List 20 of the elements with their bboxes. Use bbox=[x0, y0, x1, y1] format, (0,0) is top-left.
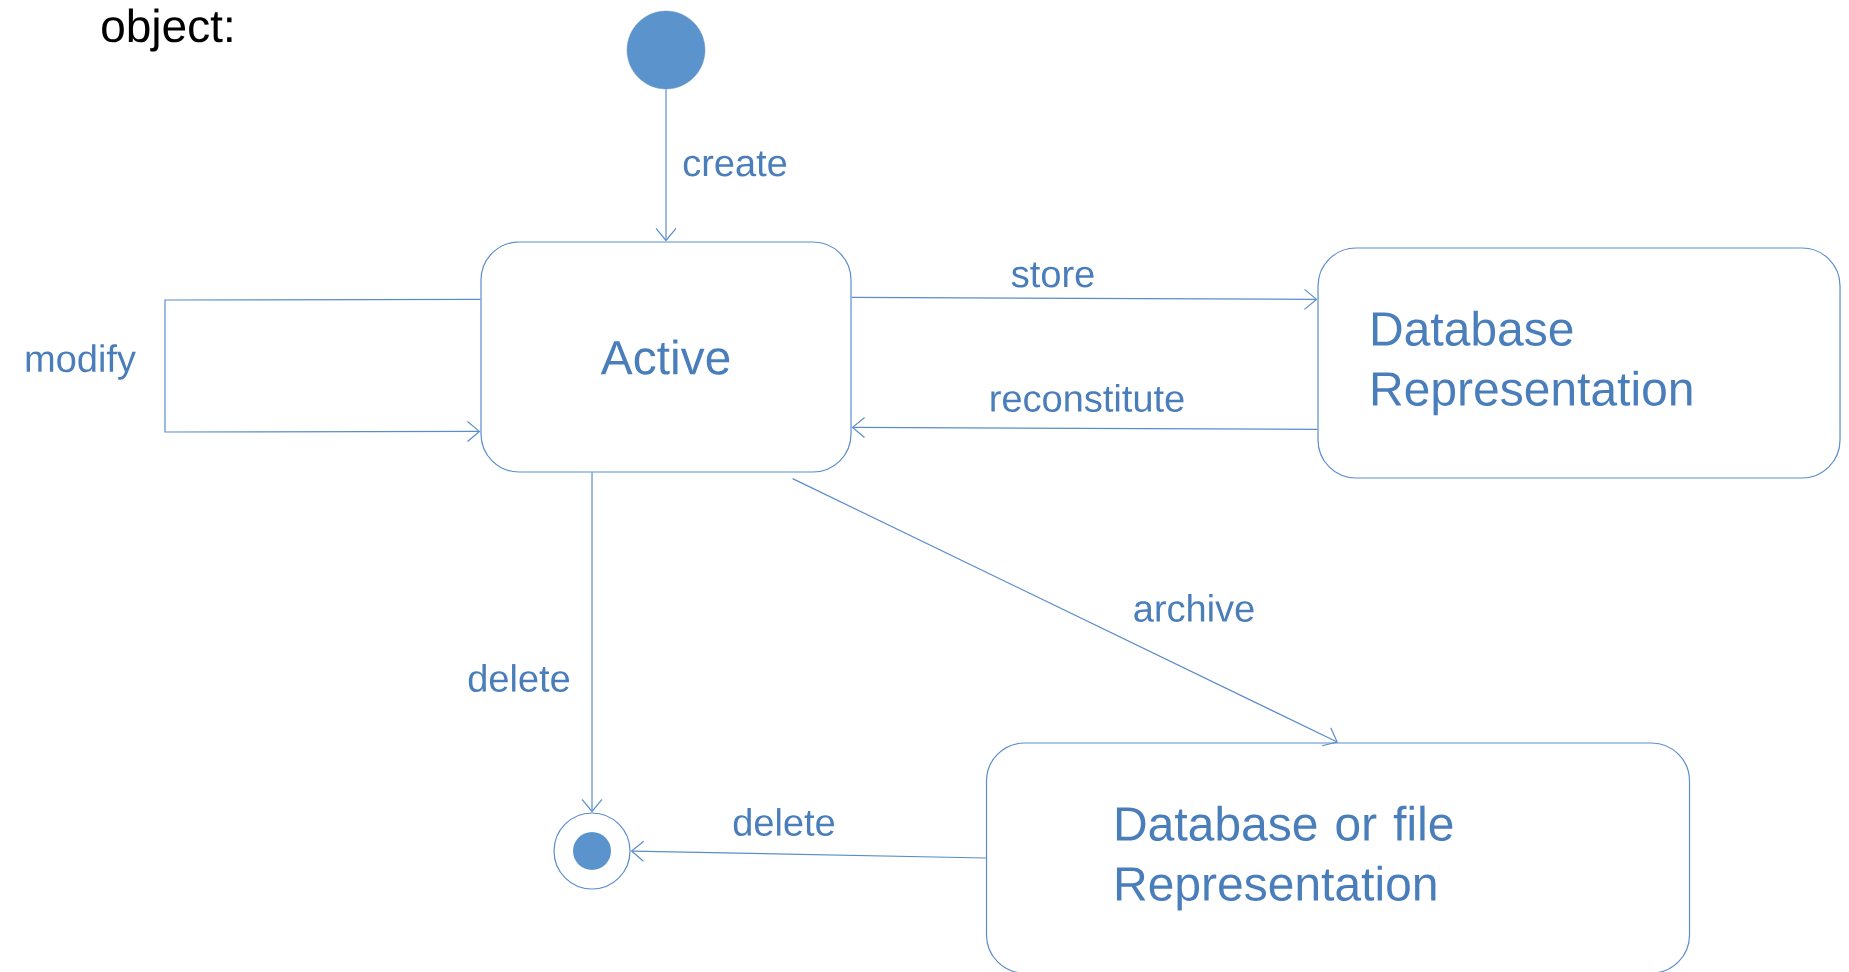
edge-label: store bbox=[1008, 260, 1098, 290]
edge-label: delete bbox=[730, 806, 838, 838]
state-box: Active bbox=[480, 241, 852, 473]
final-state-circle bbox=[553, 812, 631, 890]
state-box: Database Representation bbox=[1317, 247, 1841, 479]
initial-state-circle bbox=[626, 10, 706, 90]
edge-label: create bbox=[680, 149, 790, 179]
arrow bbox=[655, 88, 677, 242]
edge-label: delete bbox=[465, 662, 573, 694]
edge-label: reconstitute bbox=[986, 382, 1188, 414]
arrow bbox=[851, 288, 1318, 310]
arrow bbox=[630, 840, 987, 862]
heading-text: object: bbox=[102, 8, 232, 52]
arrow bbox=[164, 298, 481, 443]
arrow bbox=[792, 478, 1339, 747]
arrow bbox=[851, 416, 1318, 439]
arrow bbox=[581, 472, 603, 813]
state-box: Database or file Representation bbox=[985, 742, 1691, 972]
edge-label: modify bbox=[22, 342, 138, 382]
edge-label: archive bbox=[1130, 592, 1258, 624]
